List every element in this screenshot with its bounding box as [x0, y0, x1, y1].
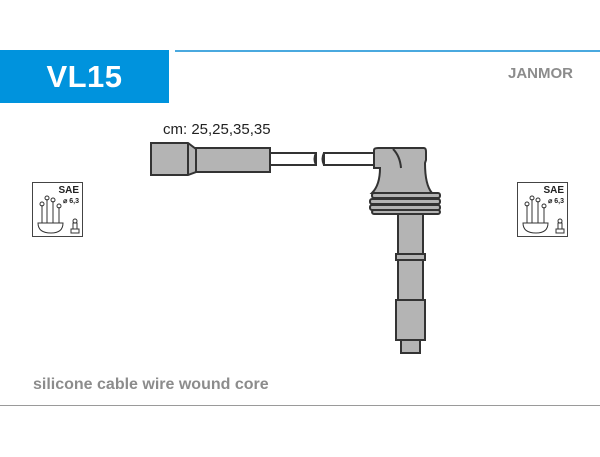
- terminal-diameter: ⌀ 6,3: [548, 198, 564, 205]
- cable-lengths-label: cm: 25,25,35,35: [163, 121, 271, 138]
- footer-divider: [0, 405, 600, 406]
- spark-plug-boot: [369, 147, 435, 194]
- brand-name: JANMOR: [507, 65, 573, 82]
- sae-terminal-icon-left: SAE ⌀ 6,3: [32, 182, 83, 237]
- sae-label: SAE: [58, 185, 79, 196]
- boot-stem: [397, 213, 424, 255]
- sae-label: SAE: [543, 185, 564, 196]
- distributor-cap-icon: [522, 195, 565, 234]
- sae-terminal-icon-right: SAE ⌀ 6,3: [517, 182, 568, 237]
- product-code-badge: VL15: [0, 50, 169, 103]
- header-divider: [175, 50, 600, 52]
- cable-segment: [323, 152, 375, 166]
- boot-tip: [400, 339, 421, 354]
- cable-description: silicone cable wire wound core: [33, 376, 269, 393]
- distributor-boot: [150, 142, 197, 176]
- distributor-cap-icon: [37, 195, 80, 234]
- cable-segment: [269, 152, 317, 166]
- terminal-diameter: ⌀ 6,3: [63, 198, 79, 205]
- boot-sleeve: [195, 147, 271, 173]
